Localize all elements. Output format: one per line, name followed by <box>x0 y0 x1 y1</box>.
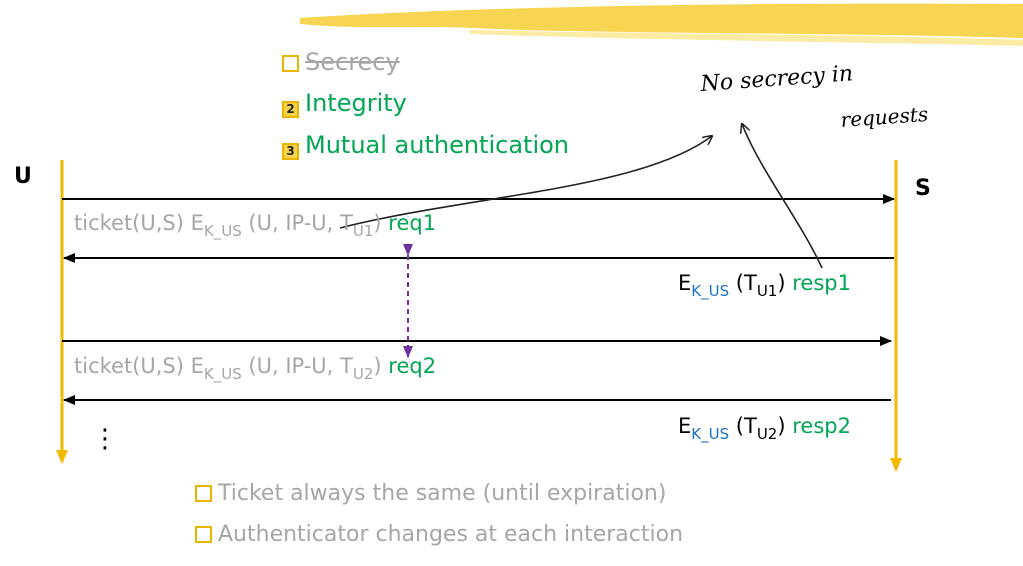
msg-key-subscript: K_US <box>691 425 730 443</box>
msg-t-subscript: U2 <box>352 365 374 383</box>
msg-prefix: E <box>678 271 692 295</box>
msg-body: (U, IP-U, T <box>241 354 353 378</box>
msg-body: (U, IP-U, T <box>241 211 353 235</box>
message-req1: ticket(U,S) EK_US (U, IP-U, TU1) req1 <box>74 211 437 239</box>
msg-close: ) <box>777 271 786 295</box>
message-resp2: EK_US (TU2) resp2 <box>678 414 851 442</box>
footer-bullet-ticket: Ticket always the same (until expiration… <box>195 483 666 505</box>
bullet-integrity: 2 Integrity <box>282 91 407 118</box>
bullet-mutual-auth: 3 Mutual authentication <box>282 133 569 160</box>
numbered-bullet-icon: 2 <box>282 101 299 118</box>
bullet-integrity-label: Integrity <box>305 89 407 117</box>
msg-t-subscript: U1 <box>352 222 374 240</box>
footer-bullet-ticket-label: Ticket always the same (until expiration… <box>218 481 667 506</box>
continuation-dots: ⋮ <box>92 424 118 454</box>
msg-close: ) <box>373 354 382 378</box>
bullet-mutual-auth-label: Mutual authentication <box>305 131 570 159</box>
msg-prefix: ticket(U,S) E <box>74 211 204 235</box>
msg-close: ) <box>777 414 786 438</box>
footer-bullet-authenticator: Authenticator changes at each interactio… <box>195 524 683 546</box>
msg-tag: req1 <box>388 211 437 235</box>
msg-key-subscript: K_US <box>203 222 242 240</box>
msg-tag: resp2 <box>792 414 851 438</box>
message-resp1: EK_US (TU1) resp1 <box>678 271 851 299</box>
checkbox-icon <box>195 485 212 502</box>
msg-prefix: ticket(U,S) E <box>74 354 204 378</box>
bullet-secrecy-label: Secrecy <box>305 48 400 76</box>
msg-prefix: E <box>678 414 692 438</box>
checkbox-icon <box>282 55 299 72</box>
msg-t-subscript: U1 <box>756 282 778 300</box>
msg-key-subscript: K_US <box>203 365 242 383</box>
msg-key-subscript: K_US <box>691 282 730 300</box>
footer-bullet-authenticator-label: Authenticator changes at each interactio… <box>218 522 684 547</box>
msg-close: ) <box>373 211 382 235</box>
msg-t-subscript: U2 <box>756 425 778 443</box>
checkbox-icon <box>195 526 212 543</box>
handwritten-pointer-req <box>339 136 712 229</box>
participant-s: S <box>915 176 931 201</box>
msg-tag: resp1 <box>792 271 851 295</box>
numbered-bullet-icon: 3 <box>282 143 299 160</box>
participant-u: U <box>14 164 32 189</box>
header-brush-stroke <box>300 3 1023 46</box>
bullet-secrecy: Secrecy <box>282 50 400 74</box>
msg-tag: req2 <box>388 354 437 378</box>
message-req2: ticket(U,S) EK_US (U, IP-U, TU2) req2 <box>74 354 437 382</box>
msg-body: (T <box>729 271 757 295</box>
msg-body: (T <box>729 414 757 438</box>
handwritten-pointer-resp <box>742 124 823 269</box>
